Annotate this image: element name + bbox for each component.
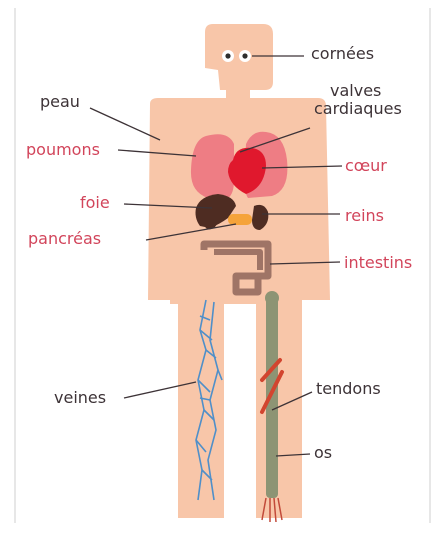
label-tendons: tendons [316, 380, 381, 398]
label-foie: foie [80, 194, 110, 212]
pancreas [228, 214, 252, 225]
label-poumons: poumons [26, 141, 100, 159]
label-intestins: intestins [344, 254, 412, 272]
label-coeur: cœur [345, 157, 387, 175]
label-peau: peau [40, 93, 80, 111]
label-os: os [314, 444, 332, 462]
label-reins: reins [345, 207, 384, 225]
label-valves-line2: cardiaques [314, 100, 402, 118]
label-pancreas: pancréas [28, 230, 101, 248]
label-veines: veines [54, 389, 106, 407]
left-leg [178, 296, 224, 518]
body-silhouette [148, 24, 330, 518]
label-valves-line1: valves [330, 82, 381, 100]
label-cornees: cornées [311, 45, 374, 63]
head [205, 24, 273, 100]
